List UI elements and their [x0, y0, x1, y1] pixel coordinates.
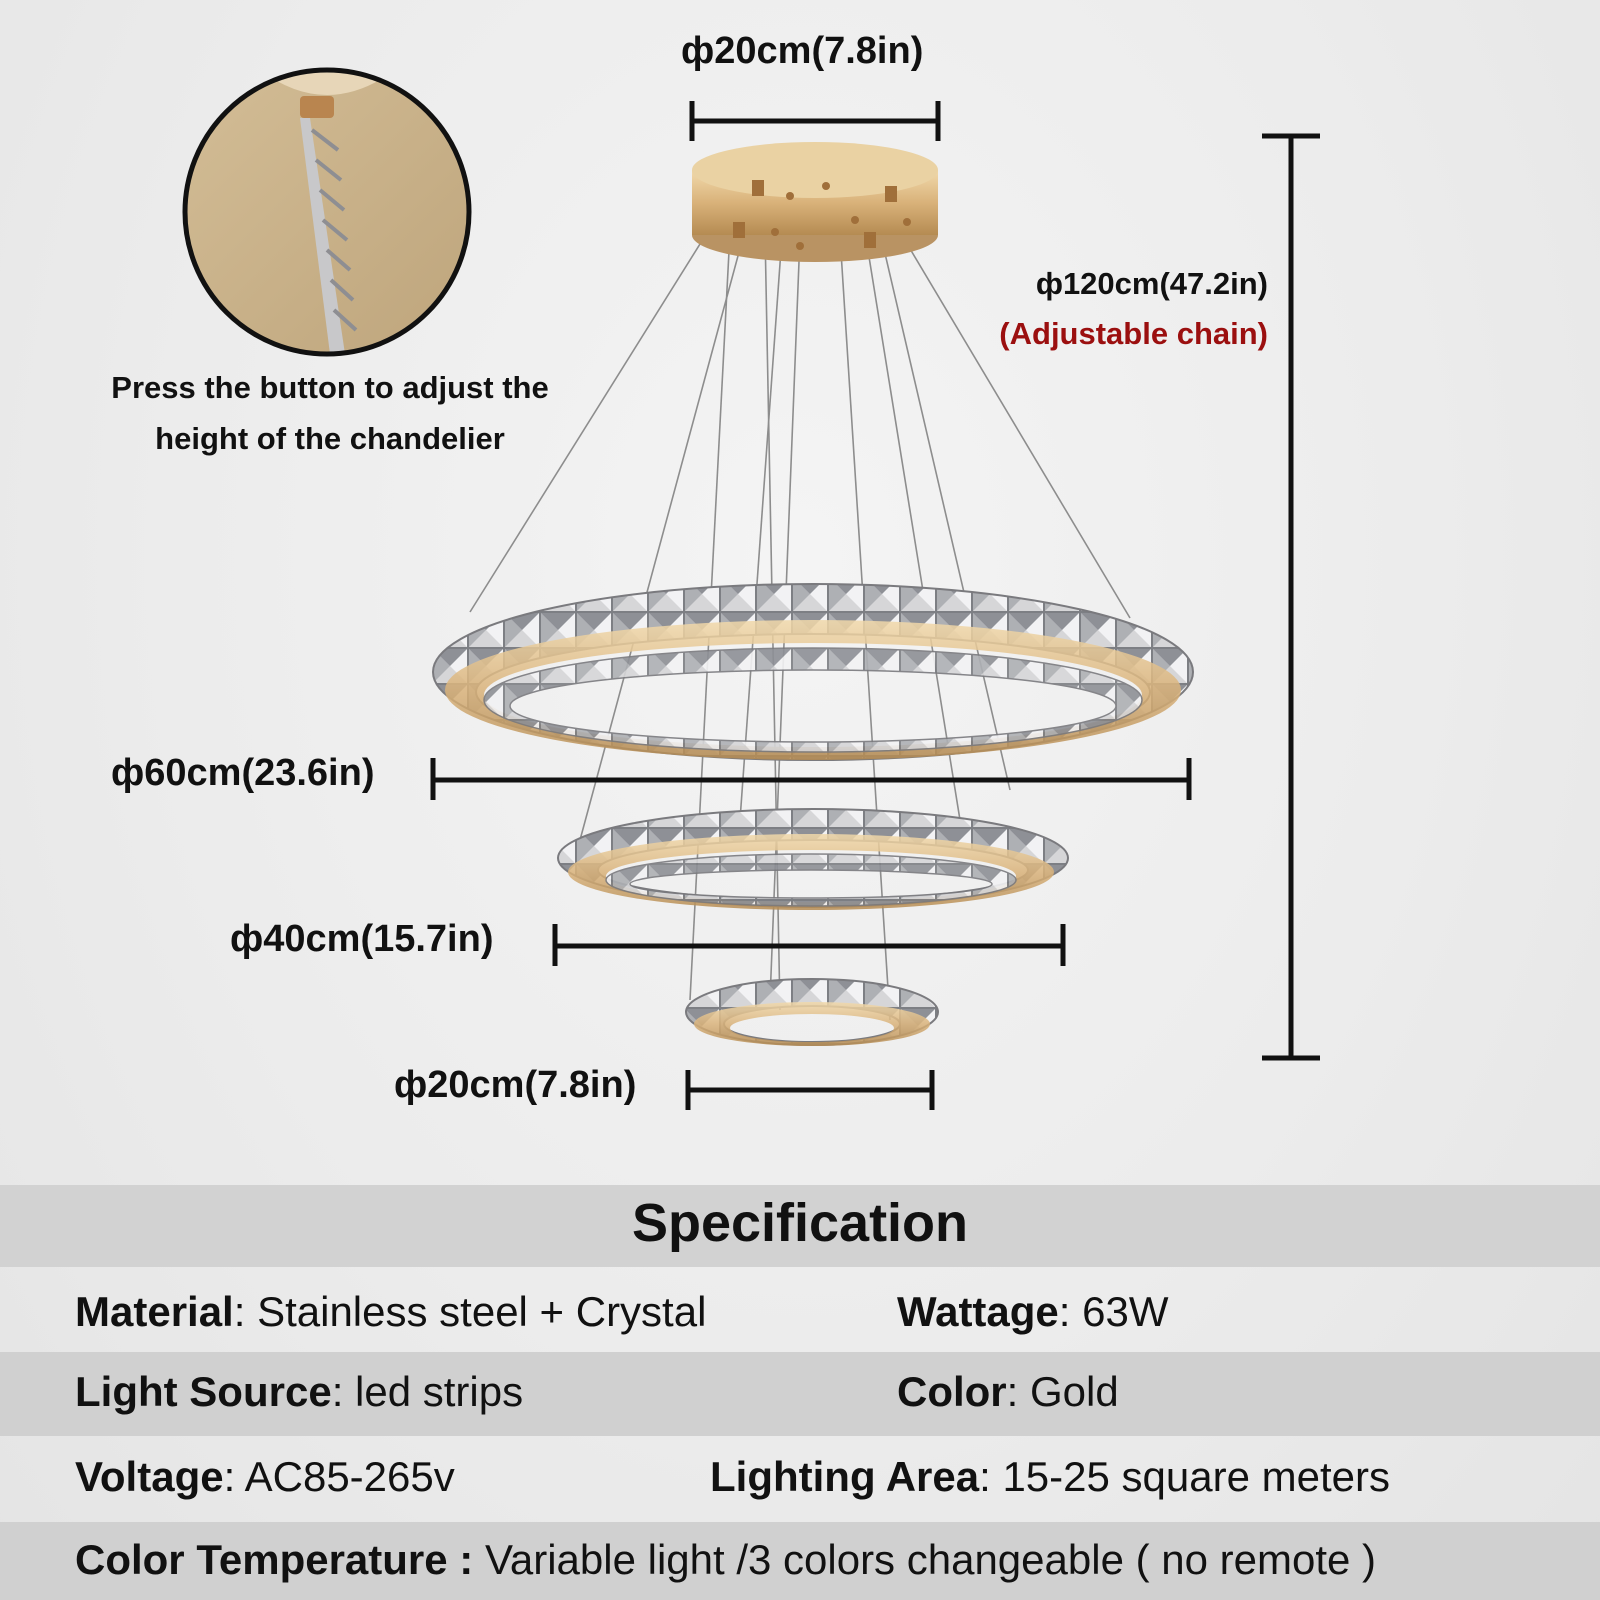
- material-value: : Stainless steel + Crystal: [233, 1288, 707, 1335]
- canopy-dimension-label: ф20cm(7.8in): [681, 30, 924, 72]
- ring-large: [431, 583, 1195, 761]
- spec-row-material: Material: Stainless steel + Crystal Watt…: [0, 1270, 1600, 1352]
- chandelier-diagram: [182, 67, 1320, 1110]
- material-cell: Material: Stainless steel + Crystal: [75, 1288, 706, 1336]
- canopy-width-dimension-line: [689, 101, 941, 141]
- zoom-caption-line-1: Press the button to adjust the: [111, 370, 549, 405]
- zoom-caption: Press the button to adjust the height of…: [90, 362, 570, 464]
- ring-small-dimension-line: [685, 1070, 935, 1110]
- spec-row-voltage: Voltage: AC85-265v Lighting Area: 15-25 …: [0, 1436, 1600, 1522]
- lighting-area-value: : 15-25 square meters: [979, 1453, 1390, 1500]
- ring-large-dimension-label: ф60cm(23.6in): [111, 752, 375, 794]
- adjustable-chain-note: (Adjustable chain): [999, 316, 1268, 351]
- ring-medium-dimension-line: [552, 924, 1066, 966]
- color-temperature-label: Color Temperature :: [75, 1536, 474, 1583]
- light-source-value: : led strips: [331, 1368, 524, 1415]
- spec-title-band: [0, 1185, 1600, 1267]
- color-cell: Color: Gold: [897, 1368, 1119, 1416]
- spec-title: Specification: [631, 1193, 969, 1253]
- wattage-cell: Wattage: 63W: [897, 1288, 1169, 1336]
- color-temperature-value: Variable light /3 colors changeable ( no…: [473, 1536, 1377, 1583]
- light-source-label: Light Source: [75, 1368, 332, 1415]
- zoom-detail-circle: [182, 67, 472, 357]
- spec-row-color-temperature: Color Temperature : Variable light /3 co…: [0, 1522, 1600, 1600]
- color-temperature-cell: Color Temperature : Variable light /3 co…: [75, 1536, 1376, 1584]
- ring-small-dimension-label: ф20cm(7.8in): [394, 1064, 637, 1106]
- ceiling-canopy: [692, 142, 938, 262]
- light-source-cell: Light Source: led strips: [75, 1368, 523, 1416]
- color-label: Color: [897, 1368, 1007, 1415]
- lighting-area-label: Lighting Area: [710, 1453, 980, 1500]
- ring-medium-dimension-label: ф40cm(15.7in): [230, 918, 494, 960]
- wattage-label: Wattage: [897, 1288, 1059, 1335]
- spec-row-light-source: Light Source: led strips Color: Gold: [0, 1352, 1600, 1436]
- wattage-value: : 63W: [1058, 1288, 1169, 1335]
- total-height-label: ф120cm(47.2in): [1035, 266, 1268, 301]
- ring-large-dimension-line: [430, 758, 1192, 800]
- zoom-caption-line-2: height of the chandelier: [155, 421, 505, 456]
- ring-medium: [556, 808, 1070, 910]
- voltage-value: : AC85-265v: [223, 1453, 455, 1500]
- lighting-area-cell: Lighting Area: 15-25 square meters: [710, 1453, 1390, 1501]
- voltage-cell: Voltage: AC85-265v: [75, 1453, 455, 1501]
- color-value: : Gold: [1006, 1368, 1119, 1415]
- height-dimension-line: [1262, 133, 1320, 1061]
- material-label: Material: [75, 1288, 234, 1335]
- ring-small: [684, 978, 940, 1046]
- voltage-label: Voltage: [75, 1453, 224, 1500]
